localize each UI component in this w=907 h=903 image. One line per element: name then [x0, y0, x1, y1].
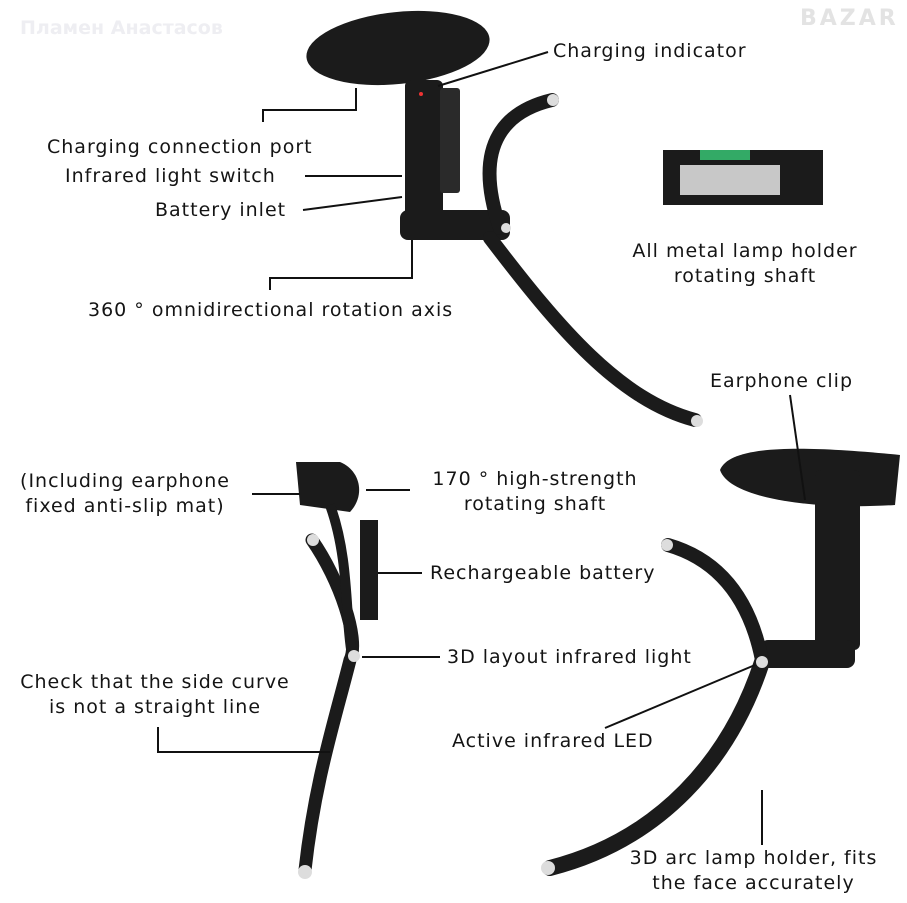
label-arc-holder-line2: the face accurately: [652, 872, 855, 894]
label-earphone-clip: Earphone clip: [710, 370, 854, 392]
label-antislip-line1: (Including earphone: [20, 470, 230, 492]
label-active-led: Active infrared LED: [452, 730, 654, 752]
label-170-shaft: 170 ° high-strength rotating shaft: [410, 467, 660, 517]
label-antislip: (Including earphone fixed anti-slip mat): [4, 469, 246, 519]
leader-lines: [157, 51, 806, 845]
label-rotation-axis: 360 ° omnidirectional rotation axis: [88, 299, 454, 321]
label-side-curve-line1: Check that the side curve: [20, 671, 290, 693]
label-layout-ir: 3D layout infrared light: [447, 646, 692, 668]
label-metal-holder-line1: All metal lamp holder: [632, 240, 858, 262]
label-arc-holder: 3D arc lamp holder, fits the face accura…: [600, 846, 907, 896]
label-side-curve: Check that the side curve is not a strai…: [0, 670, 310, 720]
label-charging-port: Charging connection port: [47, 136, 313, 158]
label-battery: Rechargeable battery: [430, 562, 656, 584]
label-side-curve-line2: is not a straight line: [48, 696, 262, 718]
label-antislip-line2: fixed anti-slip mat): [25, 495, 225, 517]
label-battery-inlet: Battery inlet: [155, 199, 287, 221]
label-charging-indicator: Charging indicator: [553, 40, 747, 62]
metal-holder-closeup: [663, 150, 823, 205]
label-metal-holder: All metal lamp holder rotating shaft: [600, 239, 890, 289]
bottom-right-device: [541, 448, 900, 876]
top-device: [306, 10, 703, 427]
label-ir-switch: Infrared light switch: [65, 165, 276, 187]
corner-watermark: BAZAR: [800, 6, 899, 31]
label-170-shaft-line1: 170 ° high-strength: [432, 468, 638, 490]
watermark: Пламен Анастасов: [20, 17, 223, 39]
label-metal-holder-line2: rotating shaft: [673, 265, 817, 287]
label-170-shaft-line2: rotating shaft: [463, 493, 607, 515]
side-device: [296, 462, 378, 879]
label-arc-holder-line1: 3D arc lamp holder, fits: [629, 847, 878, 869]
